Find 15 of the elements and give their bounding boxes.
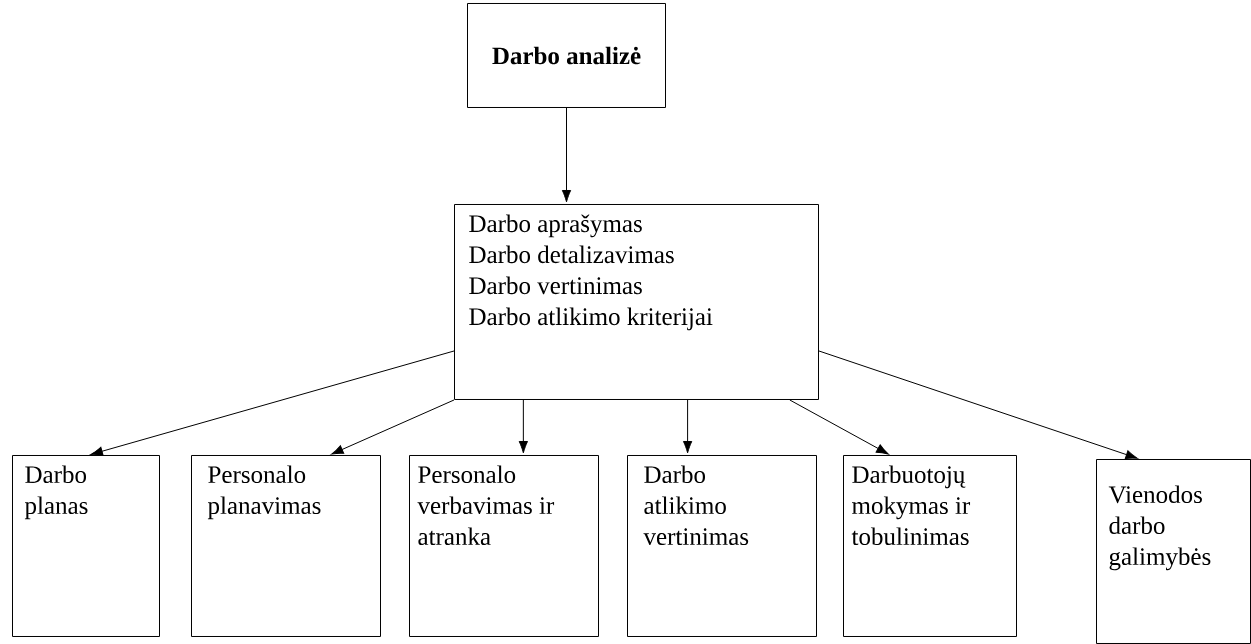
arrow	[818, 350, 1138, 460]
arrow	[682, 399, 693, 454]
arrow	[90, 350, 455, 456]
process-box: Darbo planas	[12, 455, 160, 637]
arrow	[789, 399, 889, 455]
process-box: Darbo aprašymas Darbo detalizavimas Darbo vertinimas Darbo atlikimo kriterijai	[454, 204, 819, 400]
process-box: Personalo verbavimas ir atranka	[409, 455, 599, 637]
title-box: Darbo analizė	[467, 3, 666, 108]
process-box: Darbo atlikimo vertinimas	[627, 455, 817, 637]
process-box: Personalo planavimas	[191, 455, 381, 637]
process-box: Vienodos darbo galimybės	[1096, 459, 1251, 644]
arrow	[518, 399, 528, 454]
arrow	[561, 107, 572, 203]
arrow	[331, 399, 455, 455]
process-box: Darbuotojų mokymas ir tobulinimas	[843, 455, 1017, 637]
